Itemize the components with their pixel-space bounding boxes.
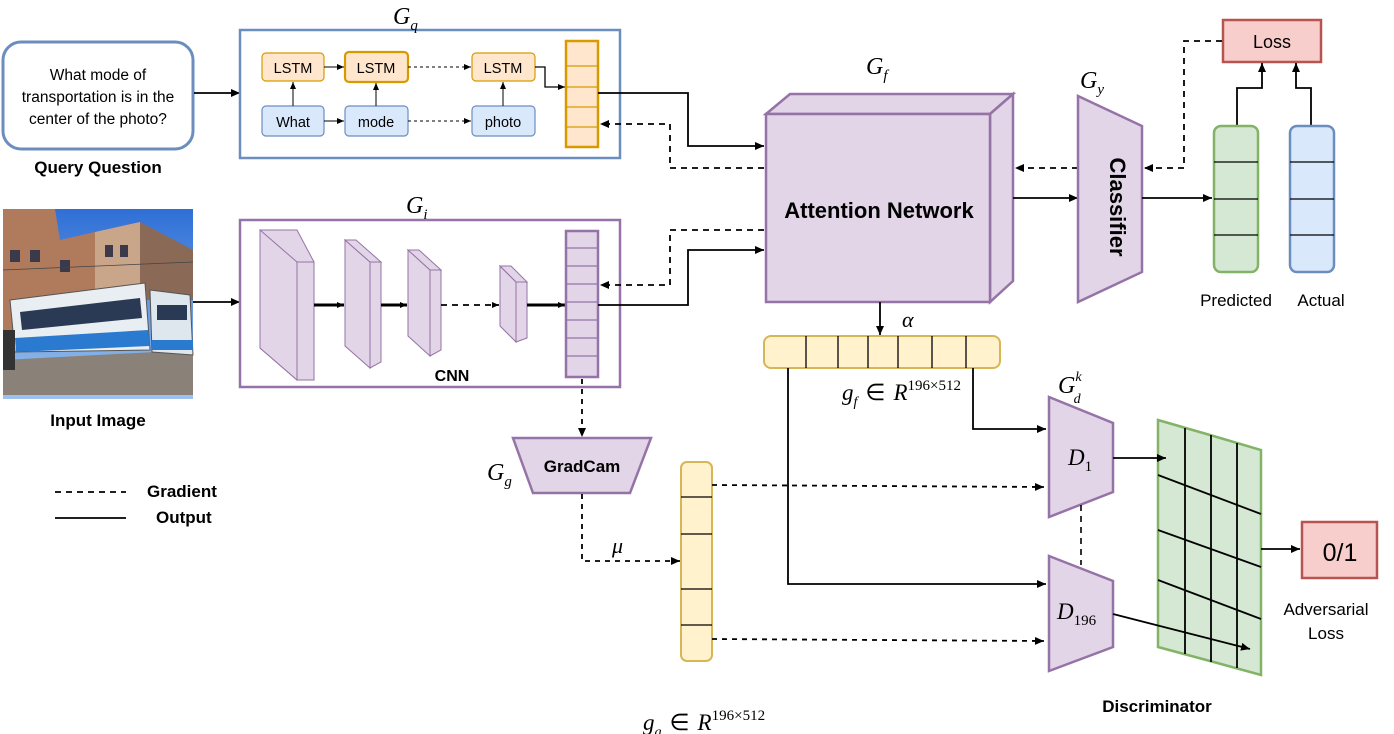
discriminator-d196: [1047, 554, 1115, 673]
lstm-3-to-vector: [535, 66, 565, 90]
d196-to-grid-arrow: [1112, 613, 1251, 651]
gf-to-d196-arrow: [787, 368, 1046, 588]
word-cell-3-label: photo: [485, 115, 521, 131]
gg-feature-vector: [680, 461, 713, 662]
loss-label: Loss: [1253, 32, 1291, 52]
classifier-shape: [1076, 94, 1144, 304]
loss-gradient-arrow: [1144, 40, 1222, 172]
query-question-box: [1, 40, 195, 151]
gg-to-d1-arrow: [711, 482, 1045, 491]
grid-hline-1: [1157, 474, 1262, 515]
alpha-label: α: [902, 307, 914, 332]
question-feature-vector: [564, 39, 600, 149]
gf-label: Gf: [866, 54, 889, 84]
gq-label: Gq: [393, 4, 418, 34]
word-cell-2-label: mode: [358, 115, 394, 131]
question-line-1: What mode of: [50, 67, 147, 84]
lstm-cell-3-label: LSTM: [484, 61, 523, 77]
discriminator-output-grid: [1156, 418, 1263, 677]
cnn-label: CNN: [435, 368, 470, 385]
gi-gradient-arrow: [600, 229, 764, 289]
mu-label: μ: [611, 533, 623, 558]
actual-to-loss-arrow: [1292, 63, 1312, 126]
gradcam-shape: [511, 436, 653, 495]
gq-output-arrow: [598, 92, 764, 150]
gq-box: [238, 28, 622, 160]
gf-to-d1-arrow: [972, 368, 1046, 433]
gg-equation: gg∈R196×512: [643, 708, 765, 734]
grid-hline-3: [1157, 579, 1262, 620]
lstm-cell-2-label: LSTM: [357, 61, 396, 77]
adversarial-loss-line-1: Adversarial: [1283, 600, 1368, 619]
gf-equation: gf∈R196×512: [842, 378, 961, 410]
question-line-2: transportation is in the: [22, 89, 175, 106]
gi-output-arrow: [598, 246, 764, 306]
classifier-label: Classifier: [1105, 157, 1130, 256]
gy-label: Gy: [1080, 68, 1104, 98]
gq-gradient-arrow: [600, 120, 764, 169]
image-feature-vector: [564, 229, 600, 379]
input-image: [2, 209, 194, 399]
discriminator-d1: [1047, 395, 1115, 519]
predicted-to-loss-arrow: [1236, 63, 1266, 126]
gradcam-label: GradCam: [544, 457, 621, 476]
legend-output-label: Output: [156, 508, 212, 527]
loss-box: [1221, 18, 1323, 64]
adversarial-output-box: [1300, 520, 1379, 580]
gi-label: Gi: [406, 193, 428, 223]
cnn-block-1: [259, 228, 315, 382]
adversarial-loss-line-2: Loss: [1308, 624, 1344, 643]
grid-hline-2: [1157, 529, 1262, 568]
lstm-cell-1-label: LSTM: [274, 61, 313, 77]
input-image-label: Input Image: [50, 411, 145, 430]
gradcam-to-gg-arrow: [581, 494, 680, 565]
zero-one-label: 0/1: [1323, 539, 1358, 567]
gf-feature-bar: [763, 335, 1001, 369]
d1-label: D1: [1067, 445, 1092, 475]
gg-label: Gg: [487, 460, 512, 490]
word-cell-1-label: What: [276, 115, 310, 131]
question-line-3: center of the photo?: [29, 111, 167, 128]
predicted-label: Predicted: [1200, 291, 1272, 310]
query-question-label: Query Question: [34, 158, 162, 177]
cnn-block-2: [343, 238, 383, 370]
cnn-block-4: [498, 264, 529, 344]
d196-label: D196: [1056, 599, 1097, 629]
actual-label: Actual: [1297, 291, 1344, 310]
attention-network-label: Attention Network: [784, 198, 974, 223]
discriminator-label: Discriminator: [1102, 697, 1212, 716]
gg-to-d196-arrow: [711, 636, 1045, 645]
cnn-block-3: [406, 248, 443, 358]
legend-gradient-label: Gradient: [147, 482, 217, 501]
attention-network-cube: [762, 91, 1017, 305]
